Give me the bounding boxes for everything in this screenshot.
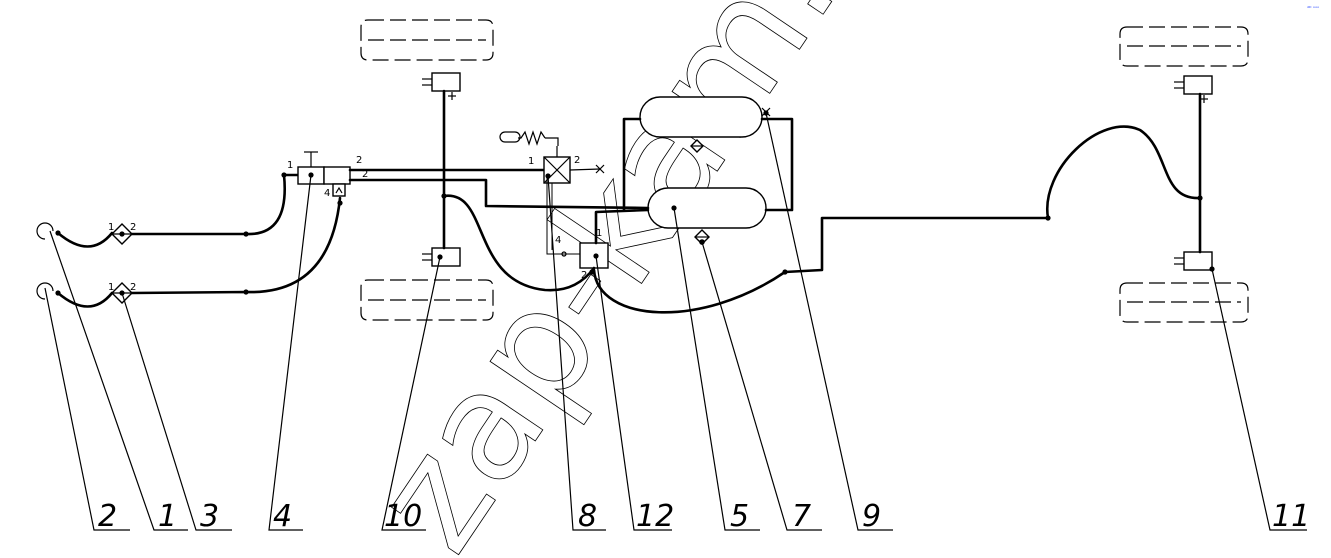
callout-8: 8 <box>578 499 597 534</box>
pipe-filter-lower-to-valve <box>130 196 342 295</box>
pipe-front-axle-loop <box>442 194 596 292</box>
svg-text:2: 2 <box>356 155 362 166</box>
wheel-front-right <box>360 279 494 321</box>
svg-text:2: 2 <box>130 222 136 233</box>
brake-chamber-11-lower <box>1174 251 1213 271</box>
svg-text:2: 2 <box>574 155 580 166</box>
svg-text:2: 2 <box>581 270 587 281</box>
pipe-receiver-upper-to-lower <box>760 117 794 212</box>
hose-lower <box>56 291 114 308</box>
hose-upper <box>56 231 114 248</box>
svg-text:1: 1 <box>108 282 114 293</box>
callout-5: 5 <box>730 499 749 534</box>
callout-12: 12 <box>636 499 674 534</box>
receiver-upper <box>639 96 763 153</box>
wheel-rear-right <box>1119 282 1249 323</box>
callout-4: 4 <box>273 499 292 534</box>
pipe-valve4-to-receiver <box>348 178 650 210</box>
brake-chamber-11-upper <box>1174 75 1213 103</box>
svg-text:4: 4 <box>555 235 561 246</box>
callout-labels: 2 1 3 4 10 8 12 5 7 9 11 <box>98 499 1310 534</box>
callout-7: 7 <box>792 499 811 534</box>
pipe-filter-upper-to-valve <box>130 173 300 236</box>
coupling-head-lower <box>36 282 54 300</box>
coupling-head-upper <box>36 222 54 240</box>
wheel-front-left <box>360 19 494 61</box>
callout-11: 11 <box>1272 499 1310 534</box>
svg-text:1: 1 <box>596 228 602 239</box>
svg-text:1: 1 <box>108 222 114 233</box>
svg-text:2: 2 <box>130 282 136 293</box>
callout-3: 3 <box>200 499 219 534</box>
pipe-receiver-upper-to-valve12 <box>622 117 642 212</box>
svg-text:2: 2 <box>362 169 368 180</box>
callout-2: 2 <box>98 499 117 534</box>
svg-text:1: 1 <box>528 156 534 167</box>
leader-lines <box>44 112 1307 531</box>
pipe-valve12-to-receiver <box>594 208 650 245</box>
drain-marker <box>761 107 771 117</box>
brake-chamber-10-upper <box>422 72 461 100</box>
callout-10: 10 <box>384 499 422 534</box>
wheel-rear-left <box>1119 26 1249 67</box>
callout-1: 1 <box>158 499 177 534</box>
control-valve-4: 1 2 2 4 <box>287 151 368 199</box>
pipe-valve8-to-valve12-ctrl <box>546 175 580 255</box>
valve-12: 1 2 4 <box>555 228 609 281</box>
callout-9: 9 <box>862 499 881 534</box>
corner-mark: ᵈᴰ ᵒᵒᵒ <box>1307 6 1319 12</box>
svg-text:1: 1 <box>287 160 293 171</box>
pipe-rear-hose <box>1045 125 1202 220</box>
svg-text:4: 4 <box>324 188 330 199</box>
